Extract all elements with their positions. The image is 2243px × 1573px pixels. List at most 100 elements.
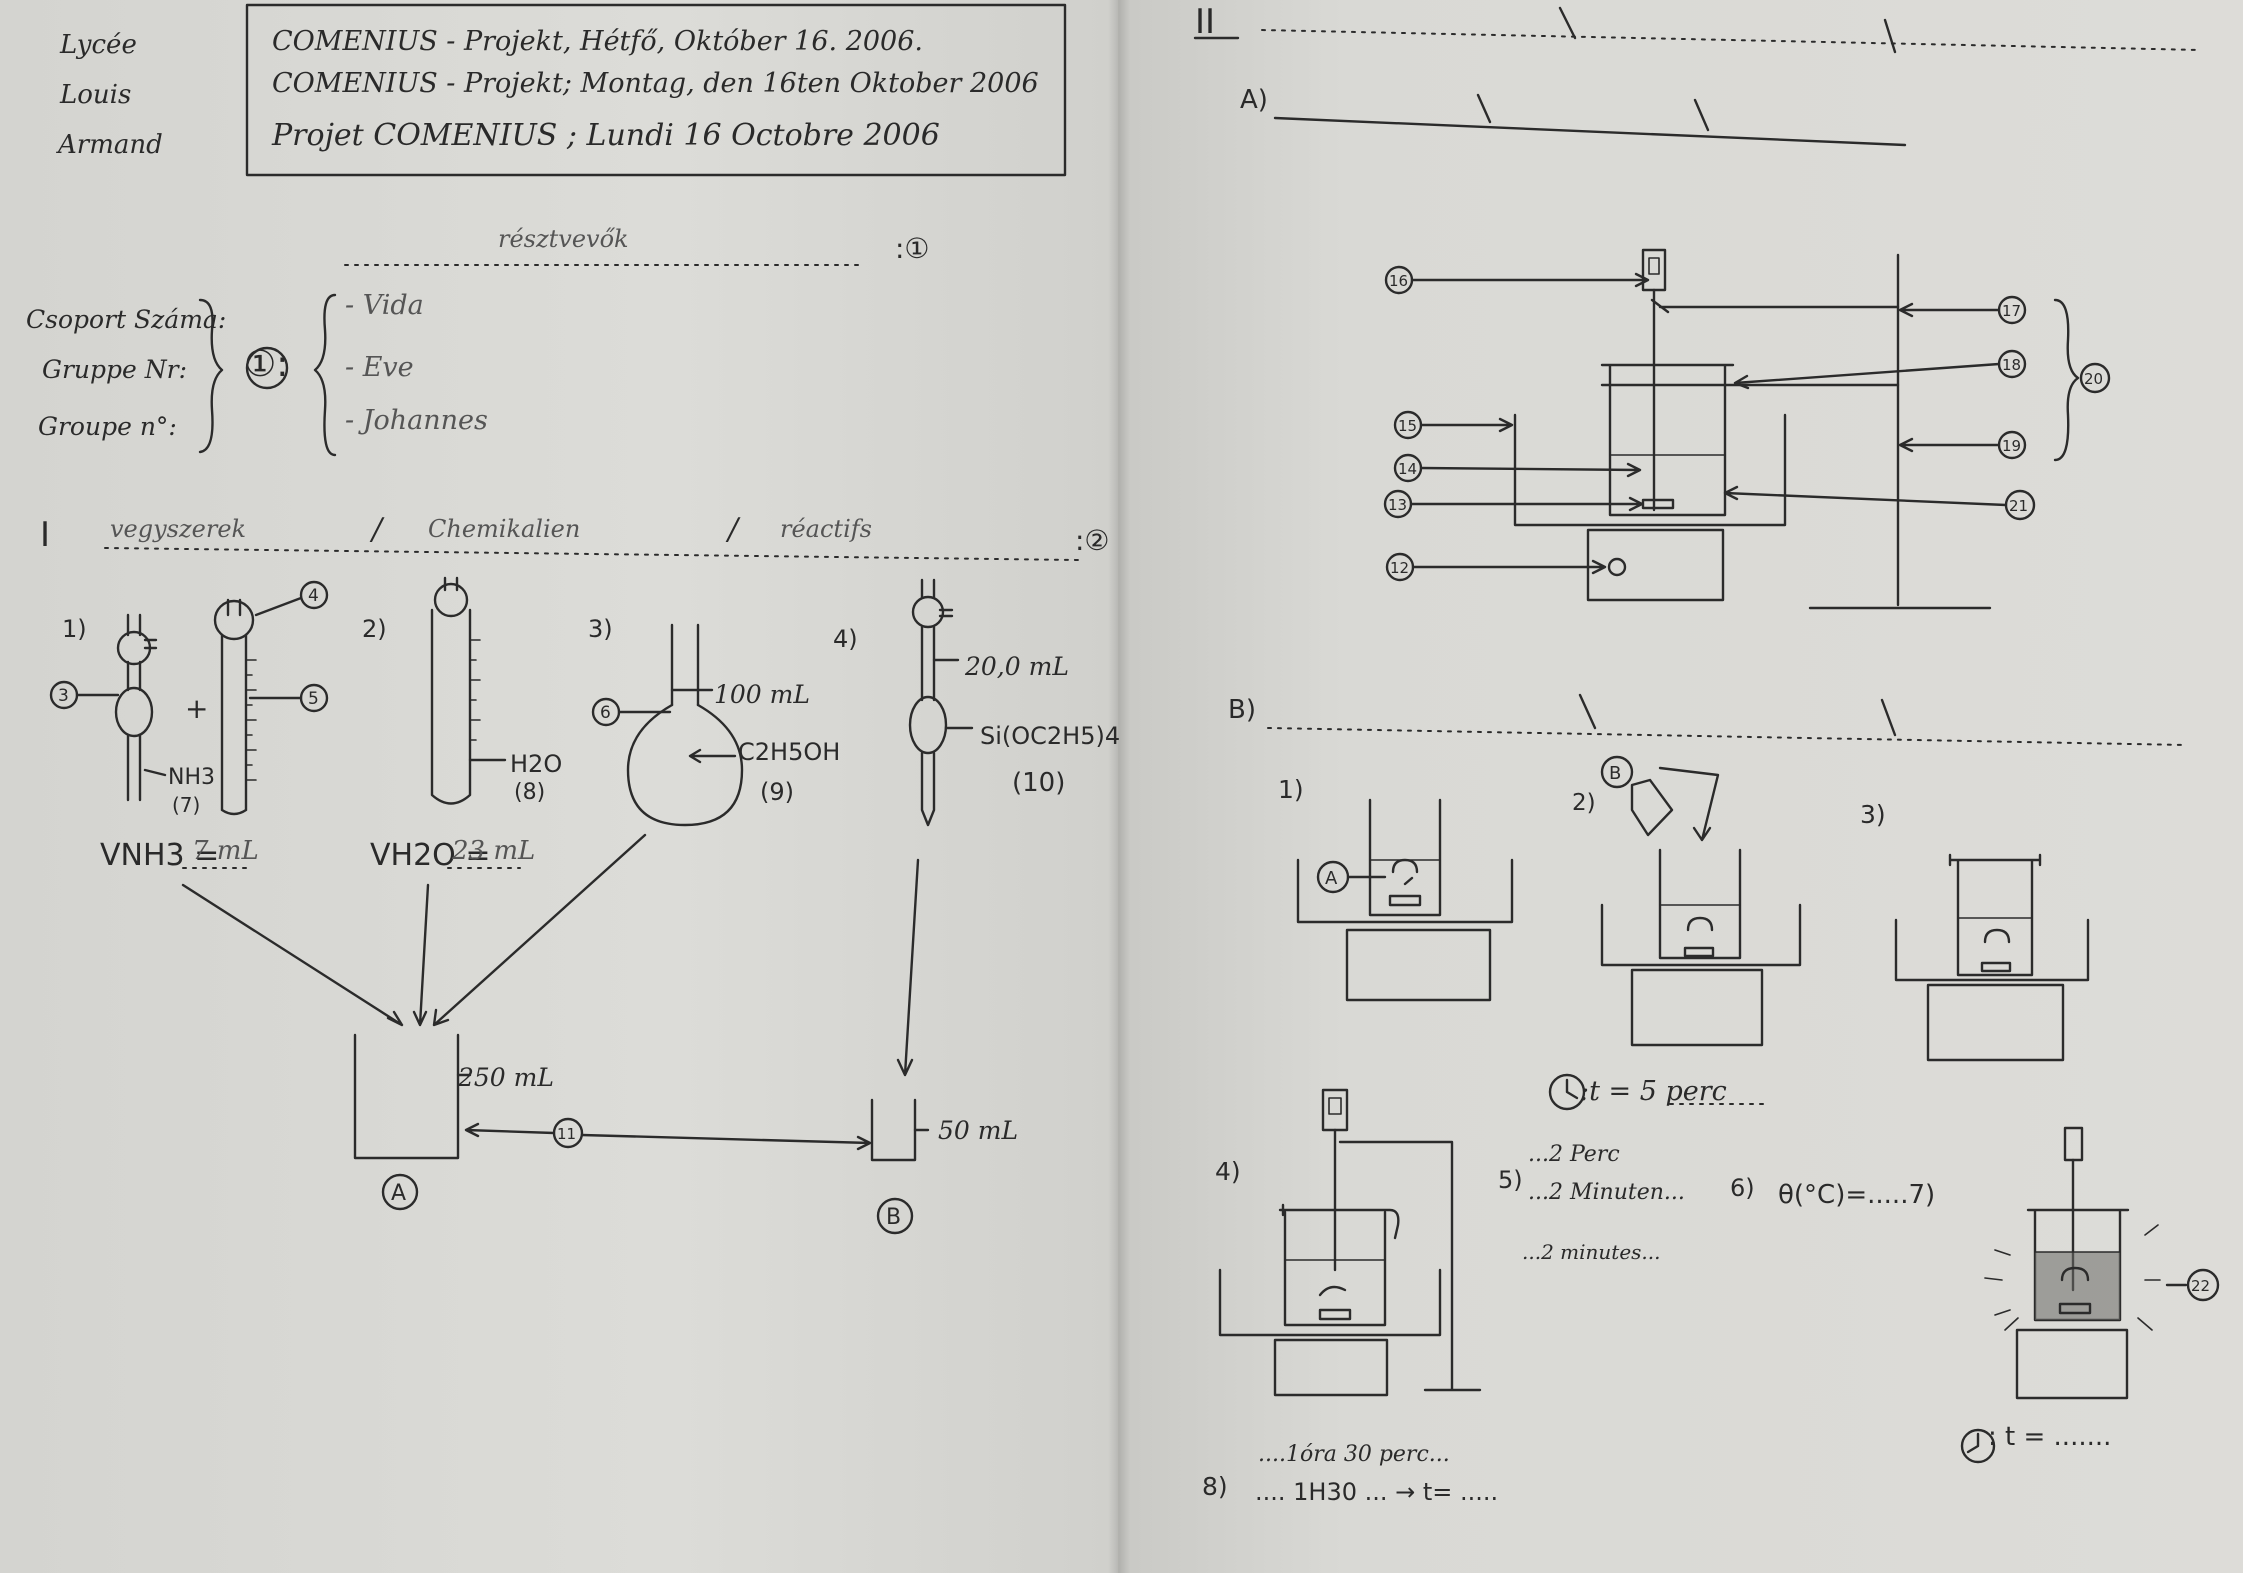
svg-text:19: 19 bbox=[2002, 437, 2021, 455]
item-1-number: 1) bbox=[62, 615, 87, 643]
title-field-marker: :① bbox=[895, 232, 930, 265]
callout-18: 18 bbox=[1733, 349, 2027, 390]
callout-3: 3 bbox=[49, 680, 120, 710]
arrow-teos-to-b bbox=[896, 858, 920, 1077]
svg-text:13: 13 bbox=[1388, 496, 1407, 514]
callout-4: 4 bbox=[254, 580, 329, 617]
v-nh3-value: 7 mL bbox=[192, 836, 259, 866]
clock-icon-2 bbox=[1960, 1428, 1996, 1464]
page-fold bbox=[1108, 0, 1130, 1573]
item-4-number: 4) bbox=[833, 625, 858, 653]
header-line-fr: Projet COMENIUS ; Lundi 16 Octobre 2006 bbox=[272, 118, 940, 153]
step-8-number: 8) bbox=[1202, 1472, 1228, 1501]
step-2-number: 2) bbox=[1572, 790, 1596, 816]
callout-21: 21 bbox=[1723, 485, 2036, 521]
step-1-number: 1) bbox=[1278, 775, 1304, 804]
callout-16: 16 bbox=[1384, 265, 1650, 295]
section1-label-de: Chemikalien bbox=[428, 515, 581, 543]
group-label-de: Gruppe Nr: bbox=[42, 355, 188, 384]
graduated-pipette bbox=[213, 598, 257, 816]
title-field-value: résztvevők bbox=[498, 225, 629, 253]
section1-label-fr: réactifs bbox=[780, 515, 872, 543]
beaker-a-volume: 250 mL bbox=[458, 1063, 554, 1092]
step-5-line-1: ...2 Perc bbox=[1528, 1142, 1620, 1167]
step-8-line-1: ....1óra 30 perc... bbox=[1258, 1442, 1450, 1467]
participant-brace-left bbox=[313, 293, 337, 457]
beaker-b-letter: B bbox=[886, 1205, 901, 1230]
item-3-number: 3) bbox=[588, 615, 613, 643]
step-5-line-3: ...2 minutes... bbox=[1522, 1240, 1661, 1264]
step-6-number: 6) bbox=[1730, 1174, 1755, 1202]
v-nh3-label: VNH3 = bbox=[100, 838, 220, 873]
svg-text:15: 15 bbox=[1398, 417, 1417, 435]
group-circle-mark bbox=[245, 346, 289, 390]
section2-a-line bbox=[1273, 93, 1907, 147]
header-line-hu: COMENIUS - Projekt, Hétfő, Október 16. 2… bbox=[272, 26, 923, 57]
svg-text:14: 14 bbox=[1398, 460, 1417, 478]
section2-sub-a: A) bbox=[1240, 85, 1268, 115]
callout-20: 20 bbox=[2053, 298, 2111, 462]
step-1-marker: A bbox=[1325, 868, 1338, 889]
step-3-drawing bbox=[1894, 853, 2090, 1062]
teos-number: (10) bbox=[1012, 768, 1066, 798]
callout-13: 13 bbox=[1383, 489, 1644, 519]
group-label-fr: Groupe n°: bbox=[38, 412, 177, 441]
teos-label: Si(OC2H5)4 bbox=[980, 722, 1121, 750]
step-4-drawing bbox=[1218, 1088, 1482, 1397]
school-line-3: Armand bbox=[58, 130, 163, 160]
clock-icon-1 bbox=[1548, 1073, 1586, 1111]
svg-text:18: 18 bbox=[2002, 356, 2021, 374]
svg-text:20: 20 bbox=[2084, 370, 2103, 388]
participant-1: - Vida bbox=[345, 290, 424, 321]
nh3-label: NH3 bbox=[168, 765, 215, 790]
svg-text:4: 4 bbox=[308, 586, 319, 606]
callout-14: 14 bbox=[1393, 453, 1642, 483]
step-6-text: θ(°C)=.....7) bbox=[1778, 1180, 1936, 1210]
v-h2o-value: 23 mL bbox=[452, 836, 536, 866]
timer-1-text: :t = 5 perc bbox=[1580, 1076, 1727, 1107]
flask-volume: 100 mL bbox=[714, 680, 810, 709]
ethanol-number: (9) bbox=[760, 778, 794, 806]
participant-3: - Johannes bbox=[345, 405, 488, 436]
pipette-1 bbox=[114, 613, 158, 802]
svg-text:3: 3 bbox=[58, 686, 69, 706]
step-1-drawing: A bbox=[1296, 798, 1514, 1002]
nh3-number: (7) bbox=[172, 793, 201, 817]
callout-22-number: 22 bbox=[2191, 1277, 2210, 1295]
timer-2-text: : t = ....... bbox=[1988, 1422, 2112, 1452]
pipette-4 bbox=[908, 578, 974, 827]
section2-title-slashes bbox=[1558, 6, 1897, 54]
svg-text:12: 12 bbox=[1390, 559, 1409, 577]
section2-b-line bbox=[1267, 727, 2186, 746]
nh3-pointer bbox=[143, 768, 167, 777]
beaker-b bbox=[870, 1098, 917, 1162]
h2o-label: H2O bbox=[510, 750, 563, 778]
svg-text:6: 6 bbox=[600, 703, 611, 723]
group-brace-right bbox=[198, 298, 224, 454]
svg-text:16: 16 bbox=[1389, 272, 1408, 290]
callout-12: 12 bbox=[1385, 552, 1607, 582]
group-label-hu: Csoport Száma: bbox=[26, 305, 227, 334]
beaker-b-circle bbox=[876, 1197, 914, 1235]
school-line-2: Louis bbox=[60, 80, 132, 110]
apparatus-setup bbox=[1513, 248, 1992, 610]
svg-text:11: 11 bbox=[557, 1125, 576, 1143]
section1-sep-1: / bbox=[372, 512, 383, 547]
section2-sub-b: B) bbox=[1228, 695, 1256, 725]
beaker-b-volume: 50 mL bbox=[938, 1116, 1019, 1145]
section1-underline bbox=[104, 547, 1081, 561]
step-4-number: 4) bbox=[1215, 1157, 1241, 1186]
step-8-line-2: .... 1H30 ... → t= ..... bbox=[1255, 1478, 1499, 1506]
pipette-volume: 20,0 mL bbox=[965, 652, 1069, 681]
arrow-nh3-to-a bbox=[181, 883, 404, 1027]
ethanol-label: C2H5OH bbox=[738, 738, 841, 766]
svg-text:17: 17 bbox=[2002, 302, 2021, 320]
step-5-line-2: ...2 Minuten... bbox=[1528, 1180, 1685, 1205]
beaker-a-letter: A bbox=[391, 1181, 406, 1206]
section2-title-line bbox=[1261, 29, 2201, 51]
ethanol-pointer bbox=[688, 748, 737, 764]
section1-marker: :② bbox=[1075, 524, 1110, 557]
beaker-a-circle bbox=[381, 1173, 419, 1211]
section1-sep-2: / bbox=[728, 512, 739, 547]
section1-roman: I bbox=[40, 515, 51, 555]
